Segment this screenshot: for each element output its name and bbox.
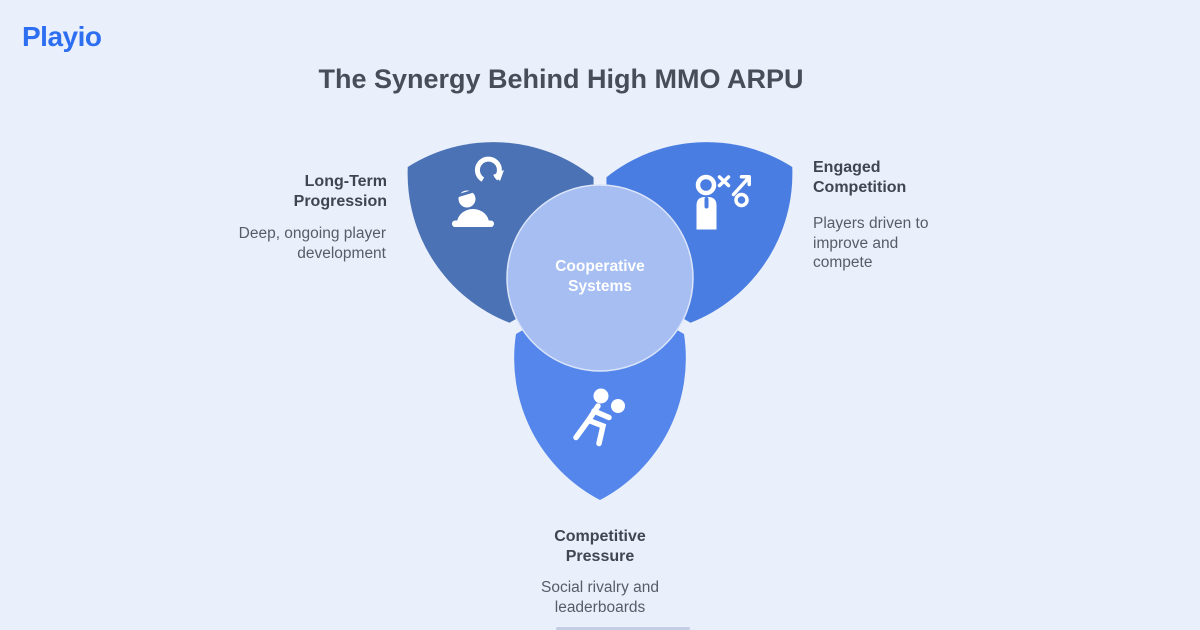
person-growth-icon: [452, 156, 504, 227]
heading-long-term-progression: Long-Term Progression: [293, 173, 387, 210]
heading-engaged-competition: Engaged Competition: [813, 159, 907, 196]
description-long-term-progression: Deep, ongoing player development: [238, 225, 386, 262]
page-title: The Synergy Behind High MMO ARPU: [318, 64, 804, 94]
running-player-icon: [573, 388, 625, 447]
heading-competitive-pressure: Competitive Pressure: [554, 528, 646, 565]
center-circle-label: Cooperative Systems: [555, 258, 645, 295]
cutoff-element: [556, 627, 690, 630]
strategy-play-icon: [695, 174, 751, 230]
description-engaged-competition: Players driven to improve and compete: [813, 215, 929, 271]
playio-logo: Playio: [22, 21, 102, 52]
center-circle: [506, 184, 694, 372]
description-competitive-pressure: Social rivalry and leaderboards: [540, 579, 660, 616]
